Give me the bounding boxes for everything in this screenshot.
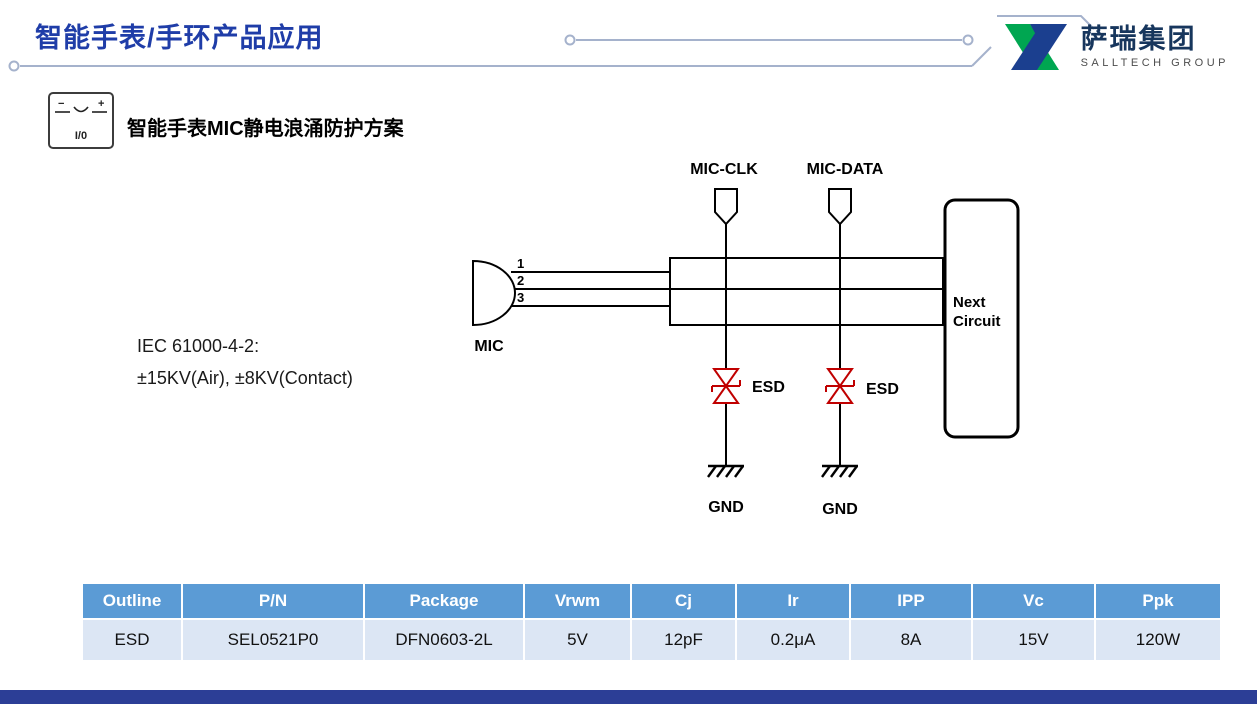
logo-subtitle: SALLTECH GROUP <box>1080 57 1229 70</box>
bus-rect <box>669 257 944 326</box>
pin-1-label: 1 <box>517 256 524 271</box>
col-header-package: Package <box>365 584 525 620</box>
gnd-symbol-1-icon <box>707 464 744 478</box>
section-title: 智能手表MIC静电浪涌防护方案 <box>127 118 404 140</box>
mic-label: MIC <box>474 338 504 355</box>
esd-diode-mic-data-icon <box>825 368 855 404</box>
mic-symbol <box>472 259 516 327</box>
svg-text:+: + <box>98 98 104 110</box>
cell-pn: SEL0521P0 <box>183 620 365 660</box>
col-header-ppk: Ppk <box>1096 584 1220 620</box>
iec-line-2: ±15KV(Air), ±8KV(Contact) <box>137 368 353 388</box>
iec-note: IEC 61000-4-2: ±15KV(Air), ±8KV(Contact) <box>137 330 353 394</box>
next-circuit-line1: Next <box>953 294 986 311</box>
esd-label-2: ESD <box>866 381 899 398</box>
cell-cj: 12pF <box>632 620 737 660</box>
iec-line-1: IEC 61000-4-2: <box>137 336 260 356</box>
cell-ppk: 120W <box>1096 620 1220 660</box>
esd-diode-mic-clk-icon <box>711 368 741 404</box>
esd-label-1: ESD <box>752 379 785 396</box>
col-header-vc: Vc <box>973 584 1096 620</box>
gnd-label-2: GND <box>822 501 858 518</box>
logo: 萨瑞集团 SALLTECH GROUP <box>999 20 1229 74</box>
col-header-ir: Ir <box>737 584 851 620</box>
cell-vrwm: 5V <box>525 620 632 660</box>
cell-vc: 15V <box>973 620 1096 660</box>
logo-blue-tip <box>1029 24 1053 53</box>
circuit-diagram: MIC-CLK MIC-DATA MIC 1 2 3 Next Circuit <box>472 161 1020 518</box>
col-header-pn: P/N <box>183 584 365 620</box>
col-header-outline: Outline <box>83 584 183 620</box>
next-circuit-box <box>943 198 1020 439</box>
mic-data-connector-icon <box>828 188 852 226</box>
io-icon: − + I/0 <box>48 92 114 149</box>
col-header-vrwm: Vrwm <box>525 584 632 620</box>
col-header-ipp: IPP <box>851 584 973 620</box>
pin-2-label: 2 <box>517 273 524 288</box>
io-icon-label: I/0 <box>75 130 87 142</box>
io-symbol-icon: − + I/0 <box>55 98 107 142</box>
logo-mark-icon <box>1004 24 1067 70</box>
logo-text: 萨瑞集团 SALLTECH GROUP <box>1080 23 1229 70</box>
mic-clk-connector-icon <box>714 188 738 226</box>
col-header-cj: Cj <box>632 584 737 620</box>
cell-ir: 0.2μA <box>737 620 851 660</box>
cell-ipp: 8A <box>851 620 973 660</box>
decorative-lines <box>8 15 1095 72</box>
svg-text:−: − <box>58 98 64 110</box>
gnd-label-1: GND <box>708 499 744 516</box>
table-header-row: Outline P/N Package Vrwm Cj Ir IPP Vc Pp… <box>83 584 1220 620</box>
logo-blue-band <box>1010 24 1067 70</box>
table-row: ESD SEL0521P0 DFN0603-2L 5V 12pF 0.2μA 8… <box>83 620 1220 660</box>
mic-data-label: MIC-DATA <box>807 161 884 178</box>
next-circuit-line2: Circuit <box>953 313 1001 330</box>
mic-clk-label: MIC-CLK <box>690 161 758 178</box>
page-title: 智能手表/手环产品应用 <box>35 23 324 53</box>
cell-package: DFN0603-2L <box>365 620 525 660</box>
cell-outline: ESD <box>83 620 183 660</box>
logo-name: 萨瑞集团 <box>1080 23 1197 54</box>
pin-3-label: 3 <box>517 290 524 305</box>
footer-bar <box>0 690 1257 704</box>
gnd-symbol-2-icon <box>821 464 858 478</box>
spec-table: Outline P/N Package Vrwm Cj Ir IPP Vc Pp… <box>83 584 1220 660</box>
